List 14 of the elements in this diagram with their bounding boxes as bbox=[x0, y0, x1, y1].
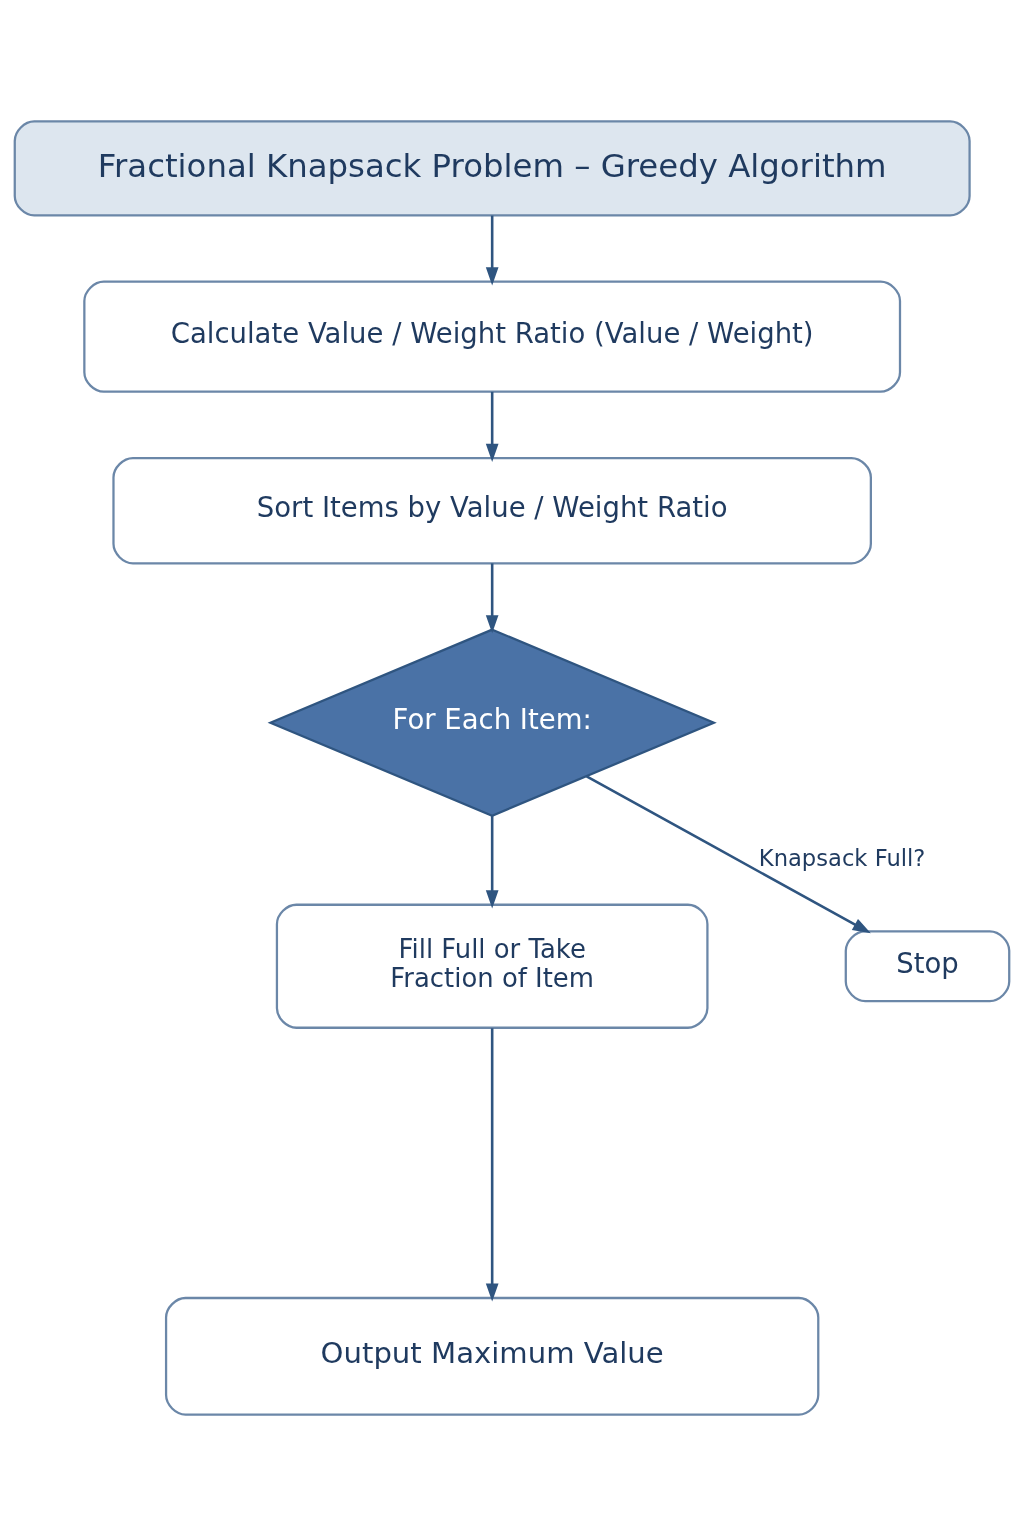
node-box: Calculate Value / Weight Ratio (Value / Weight) bbox=[83, 280, 902, 393]
node-box: Fractional Knapsack Problem – Greedy Algorithm bbox=[13, 120, 971, 217]
node-diamond: For Each Item: bbox=[267, 628, 717, 817]
node-box: Fill Full or Take Fraction of Item bbox=[275, 903, 709, 1029]
arrow bbox=[485, 1028, 499, 1302]
node-box: Output Maximum Value bbox=[164, 1296, 820, 1416]
arrow bbox=[485, 391, 499, 462]
arrow bbox=[485, 815, 499, 909]
node-box: Stop bbox=[844, 930, 1011, 1003]
edge-label: Knapsack Full? bbox=[758, 845, 926, 872]
node-box: Sort Items by Value / Weight Ratio bbox=[112, 456, 872, 565]
arrow bbox=[485, 563, 499, 634]
arrow bbox=[586, 775, 871, 934]
arrow bbox=[485, 215, 499, 286]
